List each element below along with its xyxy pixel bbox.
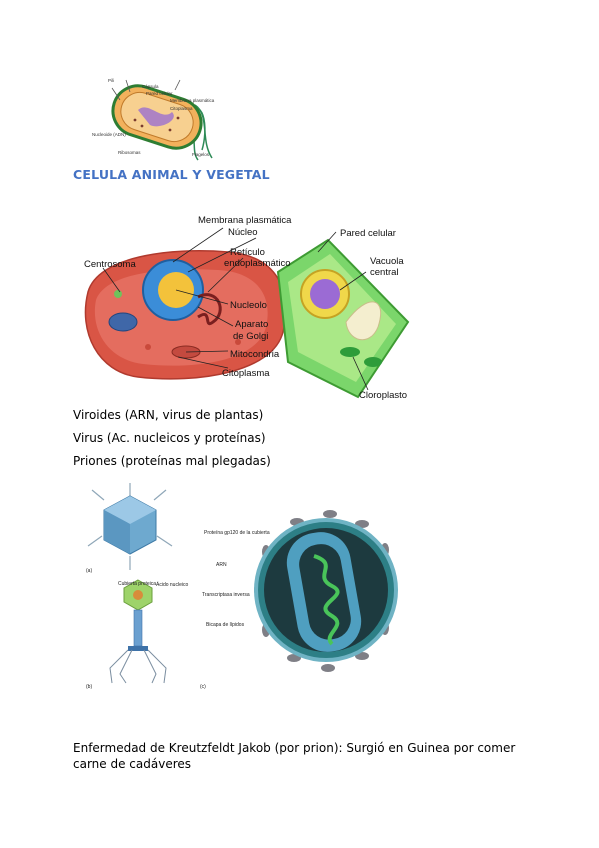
animal-cell-illustration <box>84 250 287 380</box>
label-citoplasma: Citoplasma <box>222 368 270 379</box>
label-lipidos: Bicapa de lípidos <box>206 622 245 628</box>
label-transcriptasa: Transcriptasa inversa <box>202 592 250 598</box>
paragraph-virus: Virus (Ac. nucleicos y proteínas) <box>73 431 266 445</box>
label-b: (b) <box>86 684 92 690</box>
label-vacuola-2: central <box>370 267 399 278</box>
label-pared-celular: Pared celular <box>340 228 396 239</box>
label-cloroplasto: Cloroplasto <box>359 390 407 401</box>
plant-cell-illustration <box>276 238 410 399</box>
label-aparato-1: Aparato <box>235 319 268 330</box>
label-acido-nucleico: Ácido nucleico <box>156 581 188 588</box>
label-pared: Pared celular <box>146 91 173 96</box>
label-nucleo: Núcleo <box>228 227 258 238</box>
label-nucleoide: Nucleoide (ADN) <box>92 132 126 137</box>
paragraph-priones: Priones (proteínas mal plegadas) <box>73 454 271 468</box>
paragraph-viroides: Viroides (ARN, virus de plantas) <box>73 408 264 422</box>
section-heading: CELULA ANIMAL Y VEGETAL <box>73 167 270 182</box>
label-reticulo-2: endoplasmático <box>224 258 291 269</box>
paragraph-kreutzfeldt: Enfermedad de Kreutzfeldt Jakob (por pri… <box>73 741 516 771</box>
bacteriophage-illustration <box>109 579 167 684</box>
label-capsula: Cápsula <box>142 84 159 89</box>
bacterium-illustration <box>111 79 213 161</box>
label-vacuola-1: Vacuola <box>370 256 404 267</box>
label-membrana-plasmatica: Membrana plasmática <box>198 215 292 226</box>
label-reticulo-1: Retículo <box>230 247 265 258</box>
label-nucleolo: Nucleolo <box>230 300 267 311</box>
cell-figure: Membrana plasmática Núcleo Retículo endo… <box>84 215 410 401</box>
label-flagelos: Flagelos <box>192 152 210 157</box>
label-centrosoma: Centrosoma <box>84 259 136 270</box>
leader-lines <box>102 227 369 391</box>
hiv-virus-illustration <box>254 510 398 672</box>
label-citoplasma: Citoplasma <box>170 106 193 111</box>
label-pili: Pili <box>108 78 114 83</box>
virus-figure: Cubierta proteica Ácido nucleico Proteín… <box>86 483 398 690</box>
label-a: (a) <box>86 568 92 574</box>
icosahedral-virus-illustration <box>87 483 173 570</box>
label-mitocondria: Mitocondria <box>230 349 280 360</box>
label-c: (c) <box>200 684 206 690</box>
bacterium-figure: Pili Cápsula Pared celular Membrana plas… <box>92 78 215 161</box>
label-aparato-2: de Golgi <box>233 331 268 342</box>
label-arn: ARN <box>216 562 227 568</box>
label-glucoproteina: Proteína gp120 de la cubierta <box>204 530 270 536</box>
label-cubierta-proteica: Cubierta proteica <box>118 581 156 587</box>
label-membrana: Membrana plasmática <box>170 98 215 103</box>
label-ribosomas: Ribosomas <box>118 150 141 155</box>
